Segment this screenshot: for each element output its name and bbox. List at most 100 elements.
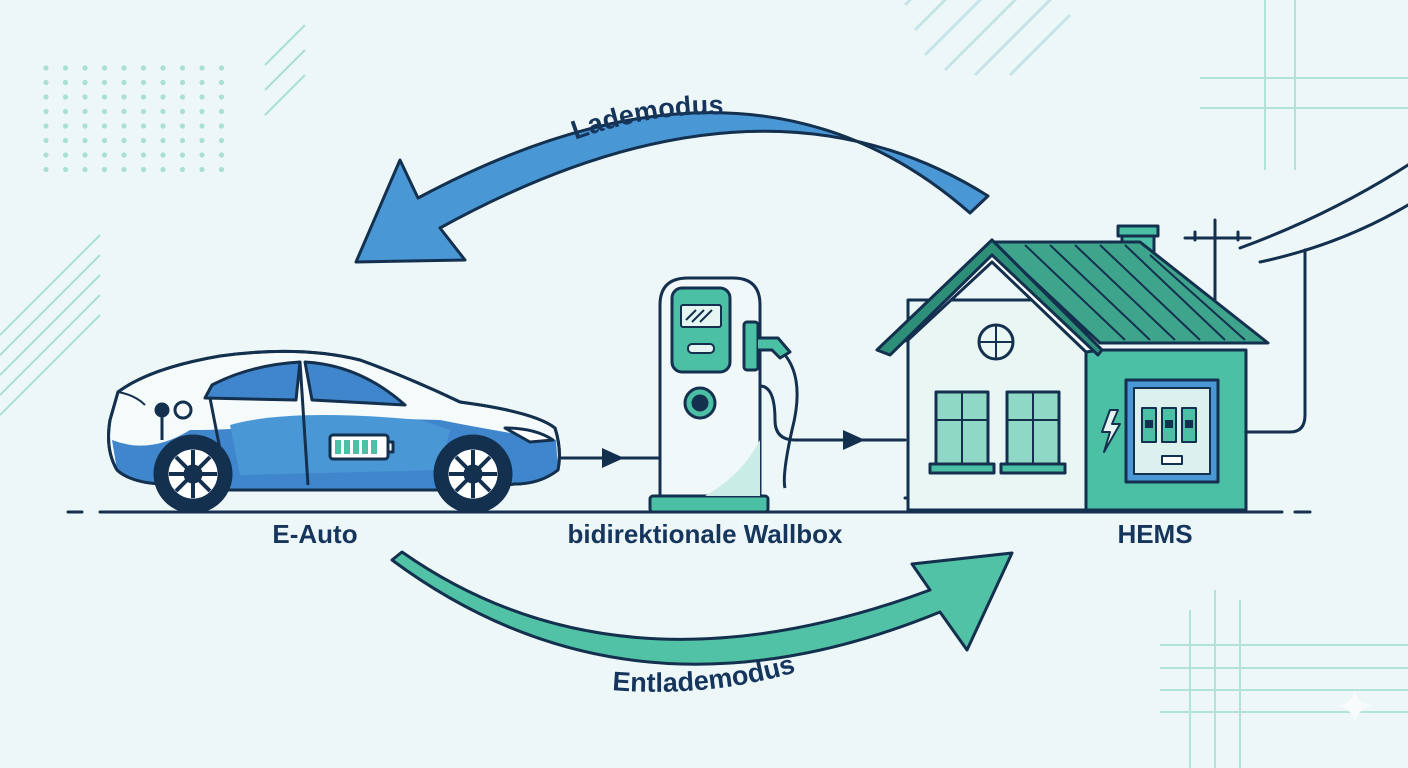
decor-dot <box>82 79 88 86</box>
car-window-front <box>303 360 407 407</box>
decor-dot <box>179 137 186 144</box>
decor-dot <box>121 65 127 71</box>
decor-dot <box>199 79 205 86</box>
decor-dot <box>160 79 166 86</box>
decor-dot <box>101 79 108 86</box>
decor-dot <box>43 79 49 86</box>
decor-dot <box>199 65 205 71</box>
decor-dot <box>218 123 225 129</box>
wallbox-illustration <box>648 276 799 514</box>
decor-dot <box>218 137 225 144</box>
decor-dot <box>199 152 205 158</box>
decor-lines-top-right <box>1200 0 1408 170</box>
battery-icon <box>328 433 395 461</box>
decor-dot <box>62 65 69 71</box>
decor-dot <box>62 108 69 115</box>
decor-dot <box>218 79 225 86</box>
decor-dot <box>101 137 108 144</box>
decor-dot <box>43 137 49 144</box>
decor-dot <box>82 123 88 129</box>
decor-dot <box>140 123 147 129</box>
discharge-flow-arrow: Entlademodus <box>390 550 1014 698</box>
decor-dot <box>62 152 69 158</box>
decor-dot <box>121 123 127 129</box>
car-wheel-rear <box>153 434 233 514</box>
decor-dot <box>121 79 127 86</box>
decor-dot <box>82 166 88 173</box>
utility-pole <box>1183 218 1252 302</box>
wallbox-base <box>648 494 770 514</box>
wallbox-label: bidirektionale Wallbox <box>567 519 843 549</box>
decor-dot <box>218 152 225 158</box>
decor-dot <box>101 94 108 100</box>
flow-marker-wallbox-to-house <box>843 430 865 450</box>
flow-marker-car-to-wallbox <box>602 448 624 468</box>
decor-dot <box>160 94 166 100</box>
sparkle-icon <box>1338 690 1372 722</box>
decor-dot <box>82 65 88 71</box>
decor-dot <box>101 65 108 71</box>
decor-dot <box>82 108 88 115</box>
decor-dot <box>218 108 225 115</box>
decor-dot <box>218 94 225 100</box>
decor-dot <box>140 166 147 173</box>
wallbox-display <box>670 286 732 374</box>
decor-dot <box>218 65 225 71</box>
decor-dot <box>101 166 108 173</box>
decor-dot <box>160 65 166 71</box>
decor-dot <box>101 152 108 158</box>
decor-dot <box>199 94 205 100</box>
car-illustration <box>107 349 561 514</box>
decor-dot <box>179 65 186 71</box>
decor-dot <box>43 65 49 71</box>
decor-dot <box>140 152 147 158</box>
decor-hatch-left <box>0 234 101 416</box>
decor-dot <box>140 108 147 115</box>
decor-hatch-top-left <box>264 24 306 116</box>
decor-dot <box>82 137 88 144</box>
decor-dot <box>140 79 147 86</box>
decor-dot <box>179 79 186 86</box>
decor-dot <box>43 166 49 173</box>
decor-dot <box>199 166 205 173</box>
decor-dot <box>121 108 127 115</box>
decor-dot <box>121 166 127 173</box>
decor-dot <box>179 166 186 173</box>
decor-dot <box>160 152 166 158</box>
decor-dot <box>218 166 225 173</box>
hems-label: HEMS <box>1117 519 1193 549</box>
decor-dot <box>82 94 88 100</box>
decor-dot <box>179 152 186 158</box>
decor-dot <box>160 108 166 115</box>
decor-grid-bottom-right <box>1160 590 1408 768</box>
decor-dot <box>82 152 88 158</box>
decor-dot <box>160 137 166 144</box>
decor-dot <box>160 166 166 173</box>
decor-dot <box>179 94 186 100</box>
decor-dot <box>121 137 127 144</box>
decor-dot <box>43 123 49 129</box>
decor-dot <box>160 123 166 129</box>
decor-dot <box>140 94 147 100</box>
charge-flow-arrow: Lademodus <box>354 90 990 264</box>
wallbox-holster <box>742 320 760 372</box>
decor-dot <box>62 166 69 173</box>
decor-dot-grid <box>43 65 225 173</box>
decor-dot <box>43 94 49 100</box>
decor-dot <box>101 123 108 129</box>
decor-dot <box>62 94 69 100</box>
house-illustration <box>875 224 1270 512</box>
decor-dot <box>101 108 108 115</box>
house-roof <box>990 240 1270 345</box>
decor-dot <box>62 123 69 129</box>
lightning-icon <box>1101 409 1121 453</box>
car-label: E-Auto <box>272 519 358 549</box>
decor-dot <box>121 94 127 100</box>
decor-dot <box>179 108 186 115</box>
decor-dot <box>62 79 69 86</box>
car-wheel-front <box>433 434 513 514</box>
decor-dot <box>199 108 205 115</box>
car-window-rear <box>203 360 302 402</box>
charging-port <box>154 400 193 440</box>
